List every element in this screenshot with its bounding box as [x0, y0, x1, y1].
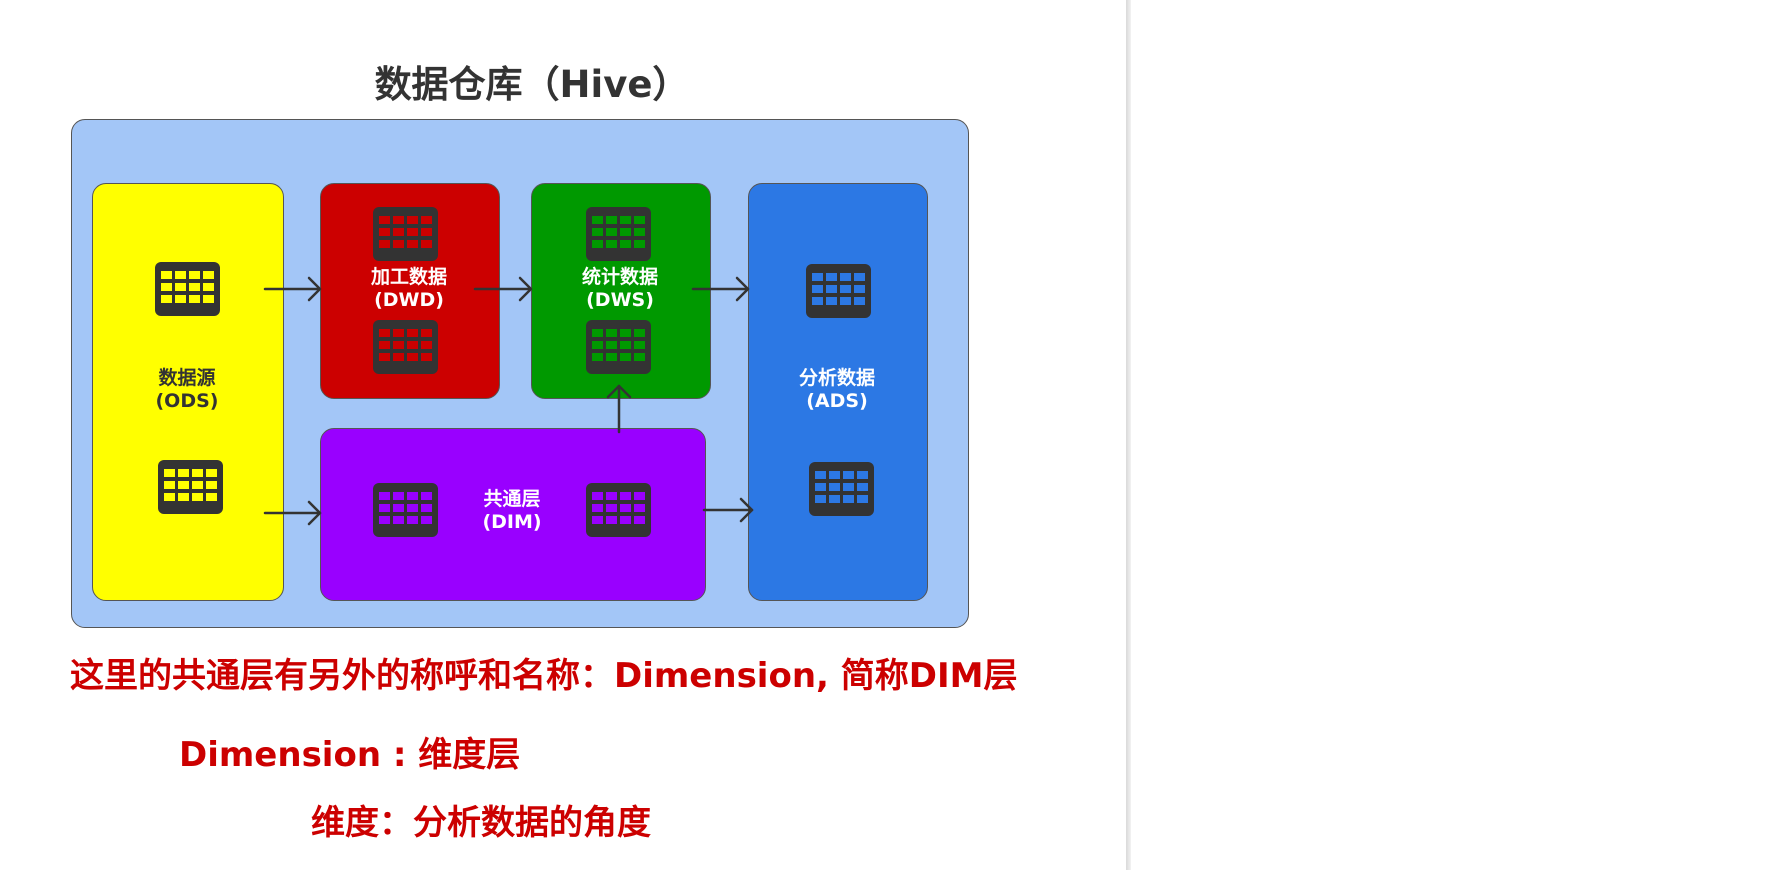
note-dimension-meaning: 维度：分析数据的角度 — [311, 803, 651, 843]
dim-code: (DIM) — [482, 511, 542, 533]
dwd-label: 加工数据 (DWD) — [320, 266, 498, 312]
dim-label: 共通层 (DIM) — [432, 488, 592, 534]
arrow-dwd-to-dws — [473, 276, 533, 302]
arrow-ods-to-dim — [263, 500, 322, 526]
dwd-table-icon-top — [373, 207, 438, 261]
note-dimension-definition: Dimension : 维度层 — [179, 735, 521, 775]
ads-table-icon-top — [806, 264, 871, 318]
dim-table-icon-left — [373, 483, 438, 537]
diagram-title: 数据仓库（Hive） — [374, 63, 690, 106]
dwd-code: (DWD) — [374, 289, 444, 311]
dwd-table-icon-bottom — [373, 320, 438, 374]
dws-table-icon-top — [586, 207, 651, 261]
dwd-name: 加工数据 — [370, 266, 447, 288]
ods-table-icon-bottom — [158, 460, 223, 514]
ads-layer-box — [748, 183, 928, 601]
arrow-dws-to-ads — [691, 276, 750, 302]
ods-name: 数据源 — [158, 367, 216, 389]
note-dimension-alias: 这里的共通层有另外的称呼和名称：Dimension, 简称DIM层 — [70, 656, 1018, 696]
arrow-dim-to-ads — [702, 497, 754, 523]
page-divider — [1126, 0, 1131, 870]
dws-name: 统计数据 — [581, 266, 658, 288]
dim-table-icon-right — [586, 483, 651, 537]
dws-table-icon-bottom — [586, 320, 651, 374]
dws-code: (DWS) — [586, 289, 654, 311]
ads-name: 分析数据 — [798, 367, 875, 389]
ads-table-icon-bottom — [809, 462, 874, 516]
arrow-dim-to-dws — [606, 384, 632, 434]
ods-code: (ODS) — [155, 390, 219, 412]
ods-table-icon-top — [155, 262, 220, 316]
dim-name: 共通层 — [483, 488, 541, 510]
ads-code: (ADS) — [806, 390, 868, 412]
ods-layer-box — [92, 183, 284, 601]
arrow-ods-to-dwd — [263, 276, 322, 302]
ods-label: 数据源 (ODS) — [92, 367, 282, 413]
dws-label: 统计数据 (DWS) — [531, 266, 709, 312]
ads-label: 分析数据 (ADS) — [748, 367, 926, 413]
